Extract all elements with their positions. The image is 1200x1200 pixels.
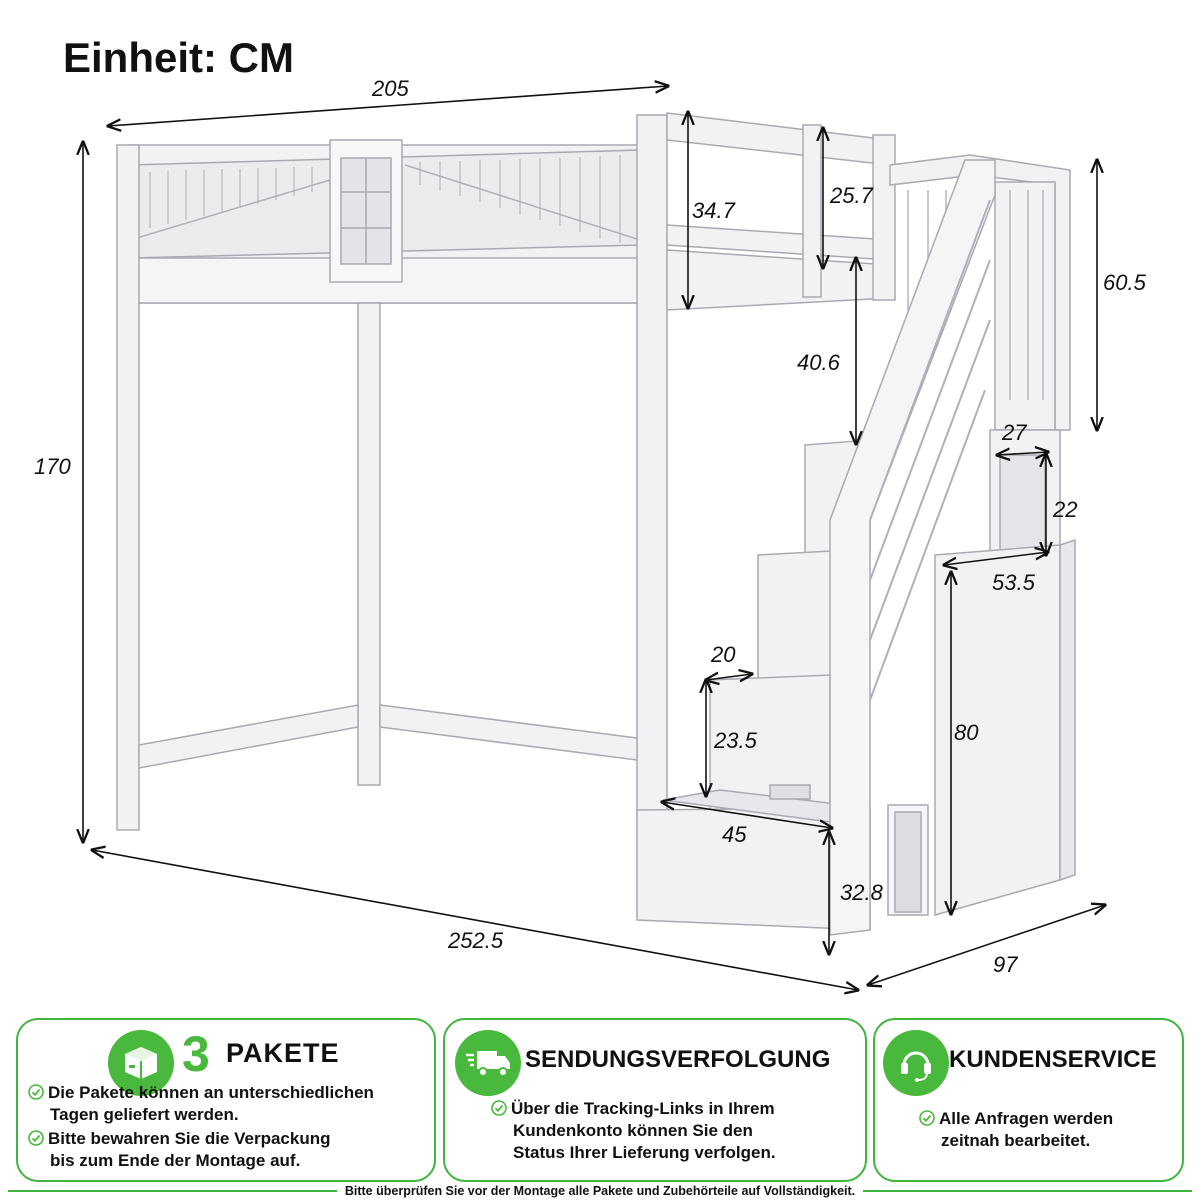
check-icon <box>919 1110 935 1126</box>
dim-stair-rail-height: 60.5 <box>1103 270 1147 295</box>
dim-top-step-to-deck: 40.6 <box>797 350 841 375</box>
tracking-bullet-1: Über die Tracking-Links in Ihrem Kundenk… <box>491 1098 776 1164</box>
service-title: KUNDENSERVICE <box>949 1046 1157 1073</box>
check-icon <box>28 1130 44 1146</box>
dim-guard-rail-gap: 25.7 <box>829 183 874 208</box>
dim-bottom-step-depth: 45 <box>722 822 747 847</box>
dim-width-top: 205 <box>371 76 409 101</box>
dim-bottom-step-height: 32.8 <box>840 880 884 905</box>
dimension-labels: 205 170 252.5 97 34.7 25.7 60.5 40.6 27 … <box>34 76 1147 977</box>
footer-divider-left <box>8 1190 337 1192</box>
dim-cubby-height: 22 <box>1052 497 1077 522</box>
packages-bullet-2: Bitte bewahren Sie die Verpackung bis zu… <box>28 1128 330 1172</box>
tracking-title: SENDUNGSVERFOLGUNG <box>525 1046 831 1073</box>
service-card: KUNDENSERVICE Alle Anfragen werden zeitn… <box>873 1018 1184 1182</box>
check-icon <box>28 1084 44 1100</box>
dim-guard-rail-height: 34.7 <box>692 198 736 223</box>
dim-cubby-width: 27 <box>1001 420 1027 445</box>
dim-step-height: 23.5 <box>713 728 758 753</box>
dim-length-total: 252.5 <box>447 928 504 953</box>
unit-title: Einheit: CM <box>63 34 294 81</box>
dim-cabinet-height: 80 <box>954 720 979 745</box>
dim-depth: 97 <box>993 952 1018 977</box>
headset-icon <box>883 1030 949 1096</box>
dim-step-width: 20 <box>710 642 736 667</box>
service-bullet-1: Alle Anfragen werden zeitnah bearbeitet. <box>919 1108 1113 1152</box>
loft-bed-drawing: 205 170 252.5 97 34.7 25.7 60.5 40.6 27 … <box>34 76 1147 1000</box>
tracking-card: SENDUNGSVERFOLGUNG Über die Tracking-Lin… <box>443 1018 867 1182</box>
packages-title: PAKETE <box>226 1038 340 1068</box>
packages-card: 3 PAKETE Die Pakete können an unterschie… <box>16 1018 436 1182</box>
packages-number: 3 <box>182 1026 210 1082</box>
dim-height-total: 170 <box>34 454 71 479</box>
package-icon <box>108 1030 174 1096</box>
dimension-lines <box>83 86 1105 990</box>
footer-note: Bitte überprüfen Sie vor der Montage all… <box>344 1184 856 1198</box>
dim-stair-depth: 53.5 <box>992 570 1036 595</box>
delivery-truck-icon <box>455 1030 521 1096</box>
bed-frame <box>116 112 896 916</box>
packages-bullet-1: Die Pakete können an unterschiedlichen T… <box>28 1082 374 1126</box>
check-icon <box>491 1100 507 1116</box>
footer-divider-right <box>863 1190 1192 1192</box>
footer: Bitte überprüfen Sie vor der Montage all… <box>0 1182 1200 1200</box>
